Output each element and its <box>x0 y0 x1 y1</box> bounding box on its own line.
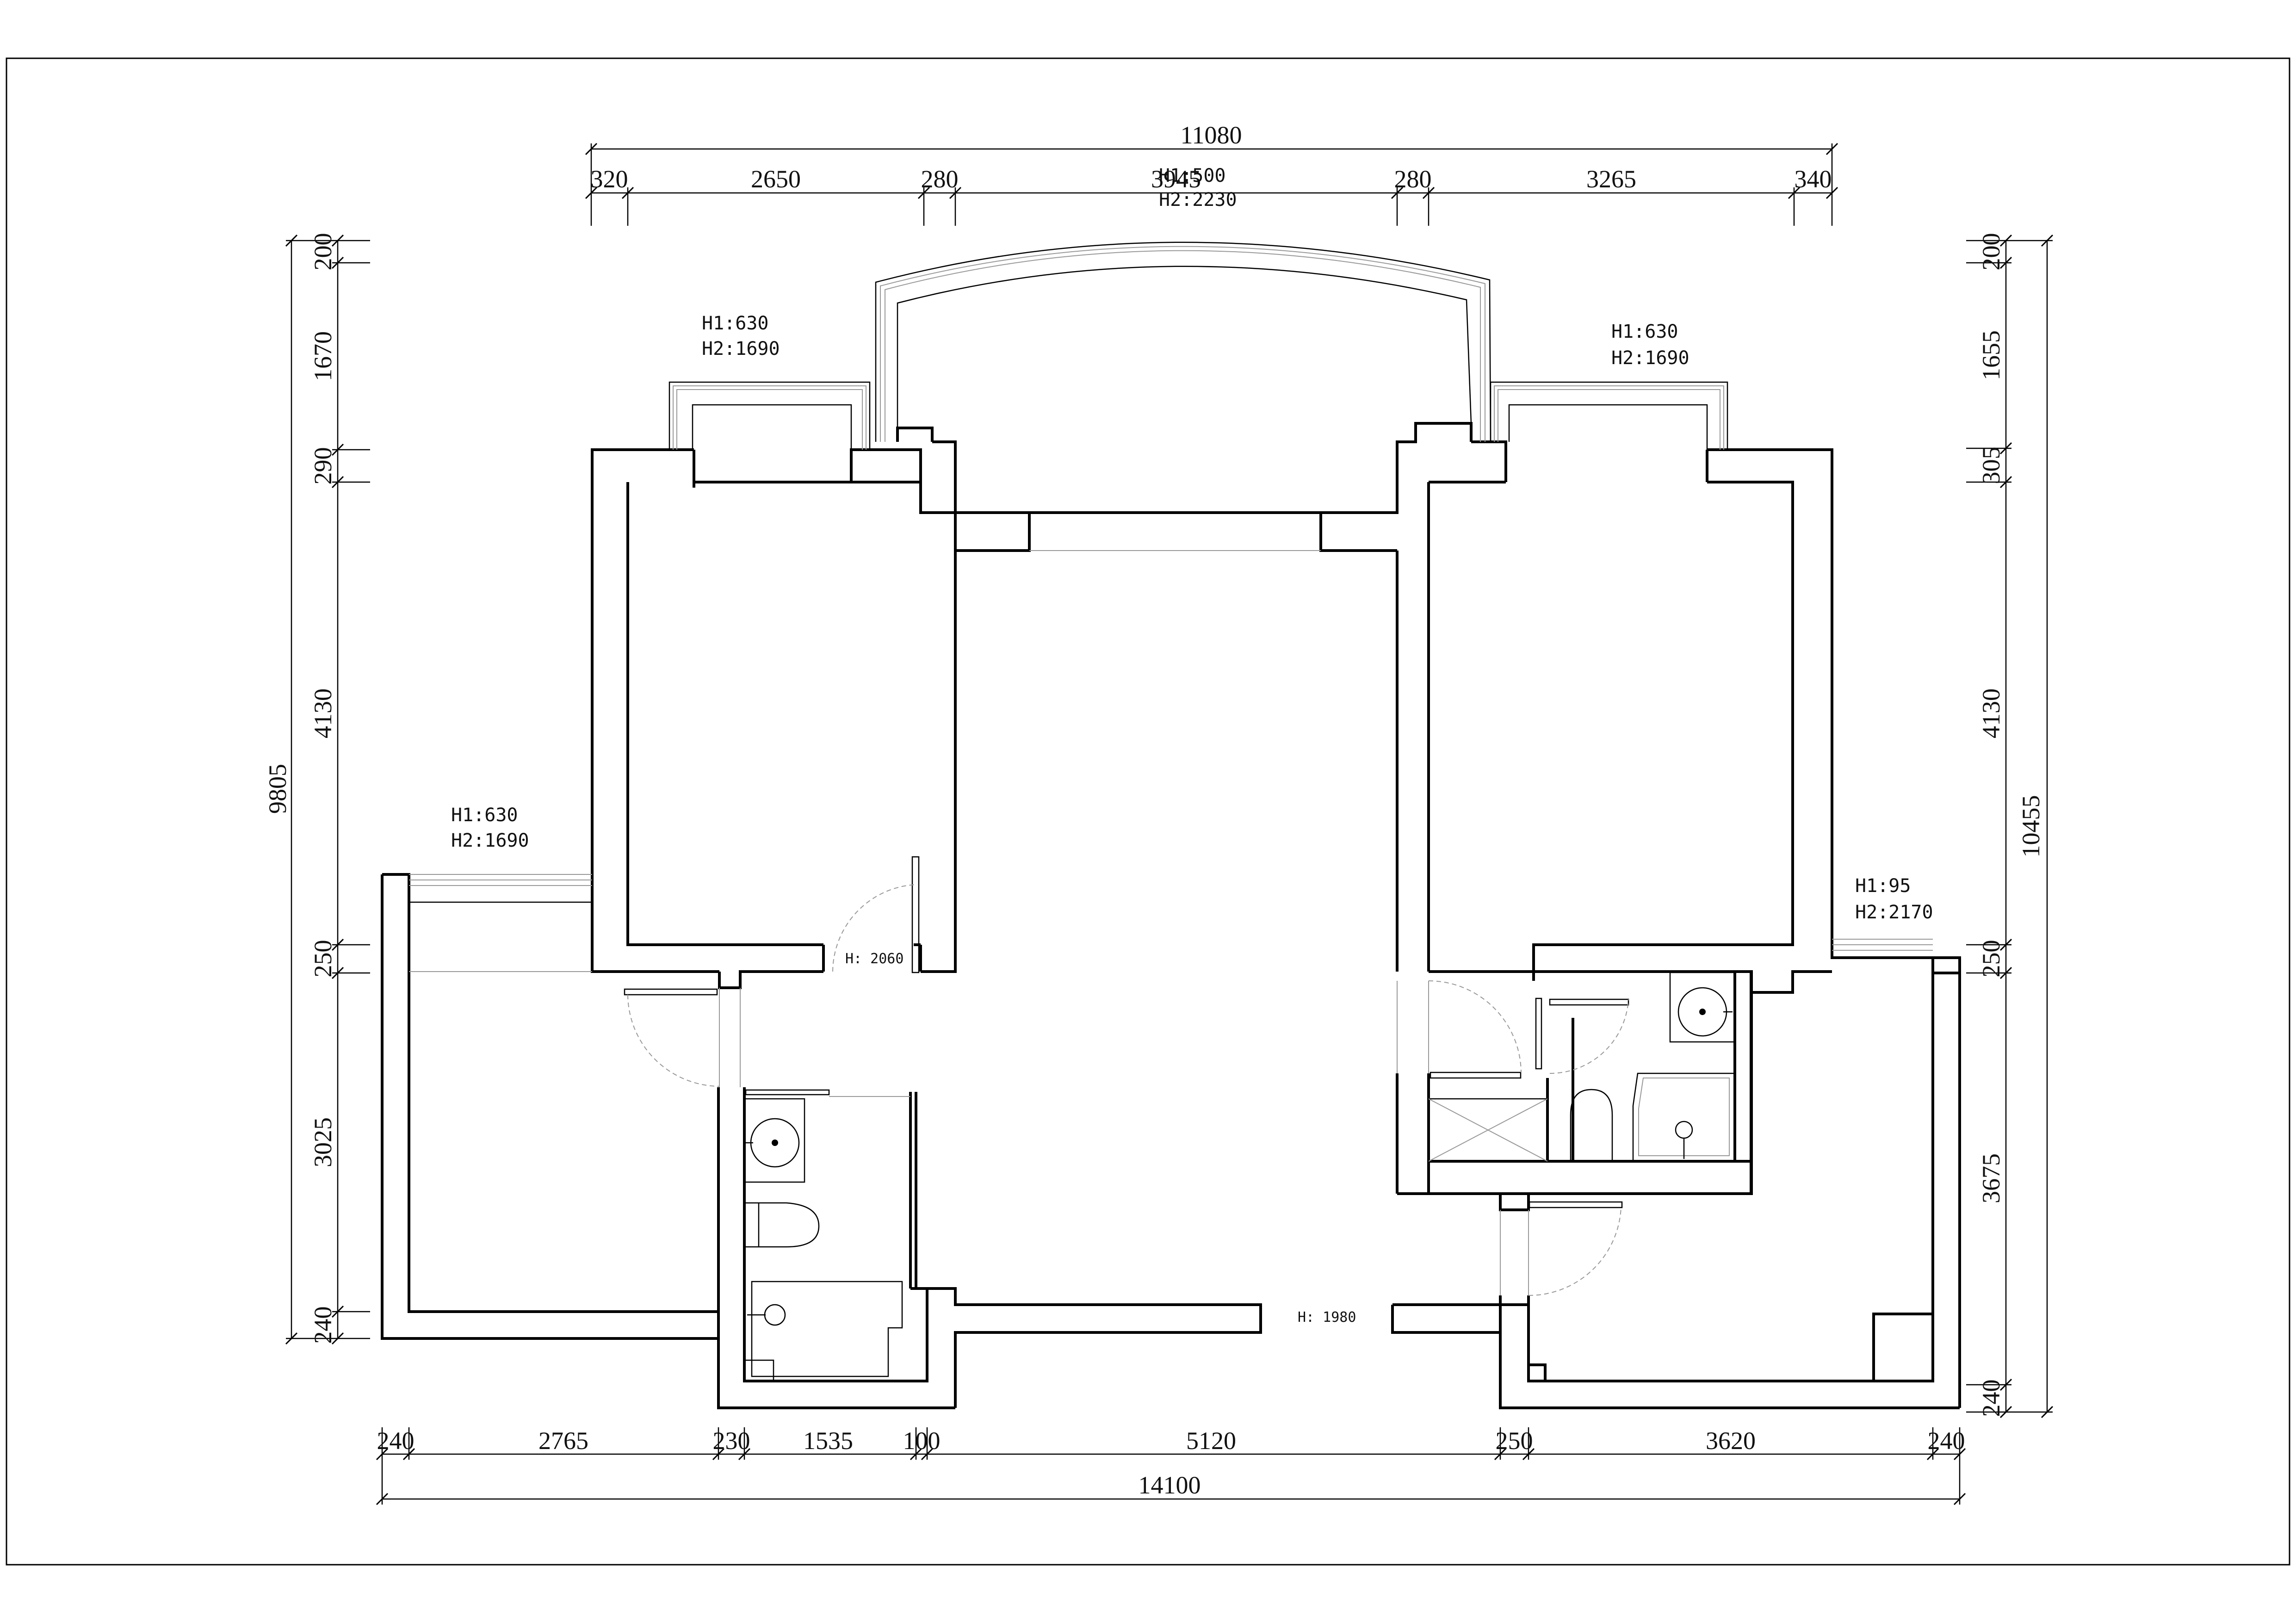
dimension-lines <box>285 142 2054 1505</box>
window-label-top-left-h2: H2:1690 <box>702 338 780 359</box>
opening-label-entrance: H: 1980 <box>1298 1309 1356 1326</box>
dim-top-overall: 11080 <box>1181 121 1242 149</box>
dim-right-segment: 4130 <box>1977 688 2005 738</box>
dim-right-segment: 3675 <box>1977 1153 2005 1203</box>
dim-left-overall: 9805 <box>264 764 291 814</box>
fixtures <box>743 972 1736 1381</box>
dim-right-segment: 200 <box>1977 233 2005 271</box>
dim-left-segment: 200 <box>309 233 337 271</box>
dim-bottom-segment: 1535 <box>803 1427 853 1455</box>
dim-right-segment: 305 <box>1977 447 2005 484</box>
dim-bottom-segment: 3620 <box>1706 1427 1756 1455</box>
dim-left-segment: 4130 <box>309 688 337 738</box>
dim-bottom-overall: 14100 <box>1139 1471 1201 1499</box>
dim-right-segment: 250 <box>1977 940 2005 978</box>
sheet-border <box>6 57 2290 1566</box>
dim-right-overall: 10455 <box>2017 795 2045 858</box>
dim-left-segment: 250 <box>309 940 337 978</box>
dim-top-segment: 2650 <box>751 165 801 193</box>
dim-bottom-segment: 100 <box>903 1427 941 1455</box>
dim-top-segment: 320 <box>591 165 628 193</box>
window-label-top-right-h2: H2:1690 <box>1611 347 1690 369</box>
dim-top-segment: 3945 <box>1151 165 1201 193</box>
dim-bottom-segment: 240 <box>1928 1427 1965 1455</box>
dim-bottom-segment: 2765 <box>538 1427 588 1455</box>
dim-left-segment: 3025 <box>309 1117 337 1167</box>
window-label-top-center-h1: H1:500 <box>1159 165 1226 186</box>
dim-bottom-segment: 240 <box>377 1427 415 1455</box>
dim-left-segment: 240 <box>309 1307 337 1344</box>
window-label-top-center-h2: H2:2230 <box>1159 189 1237 211</box>
dim-right-segment: 240 <box>1977 1380 2005 1417</box>
window-label-right-h1: H1:95 <box>1855 875 1911 897</box>
dim-left-segment: 290 <box>309 447 337 485</box>
dim-top-segment: 280 <box>921 165 959 193</box>
dim-top-segment: 280 <box>1394 165 1432 193</box>
dim-right-segment: 1655 <box>1977 330 2005 380</box>
doors <box>624 856 1629 1296</box>
dim-top-segment: 3265 <box>1586 165 1636 193</box>
walls <box>381 422 1961 1409</box>
dim-top-segment: 340 <box>1795 165 1832 193</box>
window-label-left-h2: H2:1690 <box>451 830 529 851</box>
window-label-top-left-h1: H1:630 <box>702 313 769 334</box>
dim-bottom-segment: 250 <box>1496 1427 1533 1455</box>
dim-bottom-segment: 230 <box>713 1427 750 1455</box>
dim-left-segment: 1670 <box>309 331 337 381</box>
window-label-right-h2: H2:2170 <box>1855 902 1933 923</box>
window-frames <box>409 242 1933 972</box>
opening-label-bedroom-door: H: 2060 <box>845 951 904 967</box>
dim-bottom-segment: 5120 <box>1186 1427 1236 1455</box>
window-label-top-right-h1: H1:630 <box>1611 321 1678 342</box>
window-label-left-h1: H1:630 <box>451 805 518 826</box>
